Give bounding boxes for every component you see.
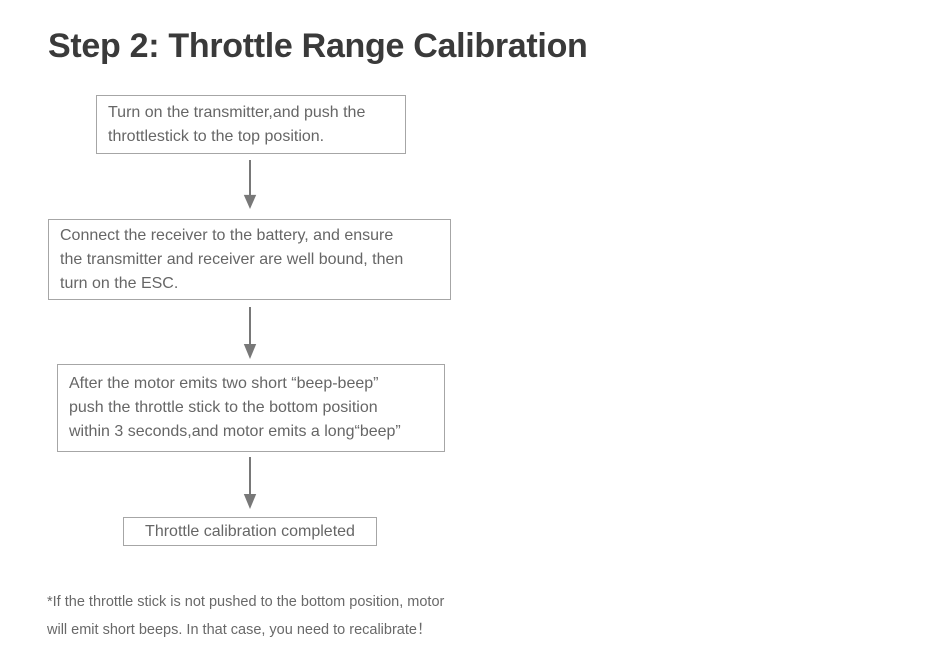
footnote-text-line: *If the throttle stick is not pushed to … bbox=[47, 594, 445, 610]
footnote-text-line: will emit short beeps. In that case, you… bbox=[47, 622, 432, 638]
footnote: *If the throttle stick is not pushed to … bbox=[47, 588, 444, 644]
step-1-text-line: throttlestick to the top position. bbox=[108, 127, 325, 145]
step-3-text-line: push the throttle stick to the bottom po… bbox=[69, 399, 378, 416]
flow-step-box-completed: Throttle calibration completed bbox=[123, 517, 377, 546]
flow-step-box-2: Connect the receiver to the battery, and… bbox=[48, 219, 451, 300]
step-2-text-line: turn on the ESC. bbox=[60, 274, 179, 292]
step-3-text-line: within 3 seconds,and motor emits a long“… bbox=[69, 423, 401, 440]
step-2-text-line: Connect the receiver to the battery, and… bbox=[60, 226, 394, 244]
step-4-text-line: Throttle calibration completed bbox=[145, 522, 355, 540]
step-2-text-line: the transmitter and receiver are well bo… bbox=[60, 250, 404, 268]
step-3-text-line: After the motor emits two short “beep-be… bbox=[69, 375, 379, 392]
step-1-text-line: Turn on the transmitter,and push the bbox=[108, 103, 366, 121]
flow-step-box-1: Turn on the transmitter,and push the thr… bbox=[96, 95, 406, 154]
flow-step-box-3: After the motor emits two short “beep-be… bbox=[57, 364, 445, 452]
down-arrow-icon bbox=[243, 457, 257, 509]
page-title: Step 2: Throttle Range Calibration bbox=[48, 27, 588, 65]
down-arrow-icon bbox=[243, 307, 257, 359]
down-arrow-icon bbox=[243, 160, 257, 209]
